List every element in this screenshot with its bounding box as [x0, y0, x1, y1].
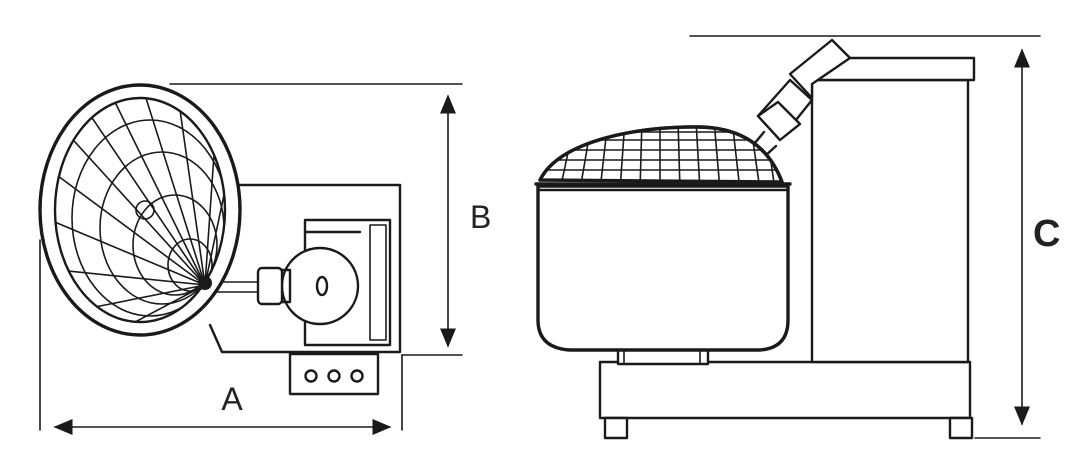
- drive-hub: [315, 275, 329, 297]
- foot-right: [948, 416, 974, 440]
- bowl-inner: [53, 96, 227, 324]
- dimension-c-label: C: [1033, 213, 1060, 255]
- top-view: A B: [38, 83, 491, 435]
- bowl-side-view: [534, 182, 792, 352]
- dimension-b: B: [169, 83, 491, 356]
- bowl-center-hub: [198, 276, 212, 290]
- coupling: [256, 266, 284, 306]
- machine-base: [598, 348, 974, 440]
- side-view: C: [534, 35, 1060, 440]
- bowl-pedestal: [616, 348, 710, 366]
- knob-3: [350, 369, 364, 383]
- dimension-a-label: A: [221, 381, 243, 417]
- dimension-a: A: [39, 239, 403, 435]
- bowl-top-view: [38, 83, 242, 337]
- dimension-c: C: [689, 35, 1060, 439]
- knob-1: [304, 369, 318, 383]
- dome-lid: [538, 125, 784, 184]
- control-panel: [288, 352, 380, 396]
- foot-left: [603, 416, 629, 440]
- head-arm: [742, 38, 852, 168]
- base-plate: [188, 183, 402, 354]
- knob-2: [327, 369, 341, 383]
- motor-housing: [204, 218, 392, 347]
- dimension-b-label: B: [470, 199, 491, 235]
- drive-wheel: [280, 246, 360, 326]
- machine-column: [810, 56, 976, 364]
